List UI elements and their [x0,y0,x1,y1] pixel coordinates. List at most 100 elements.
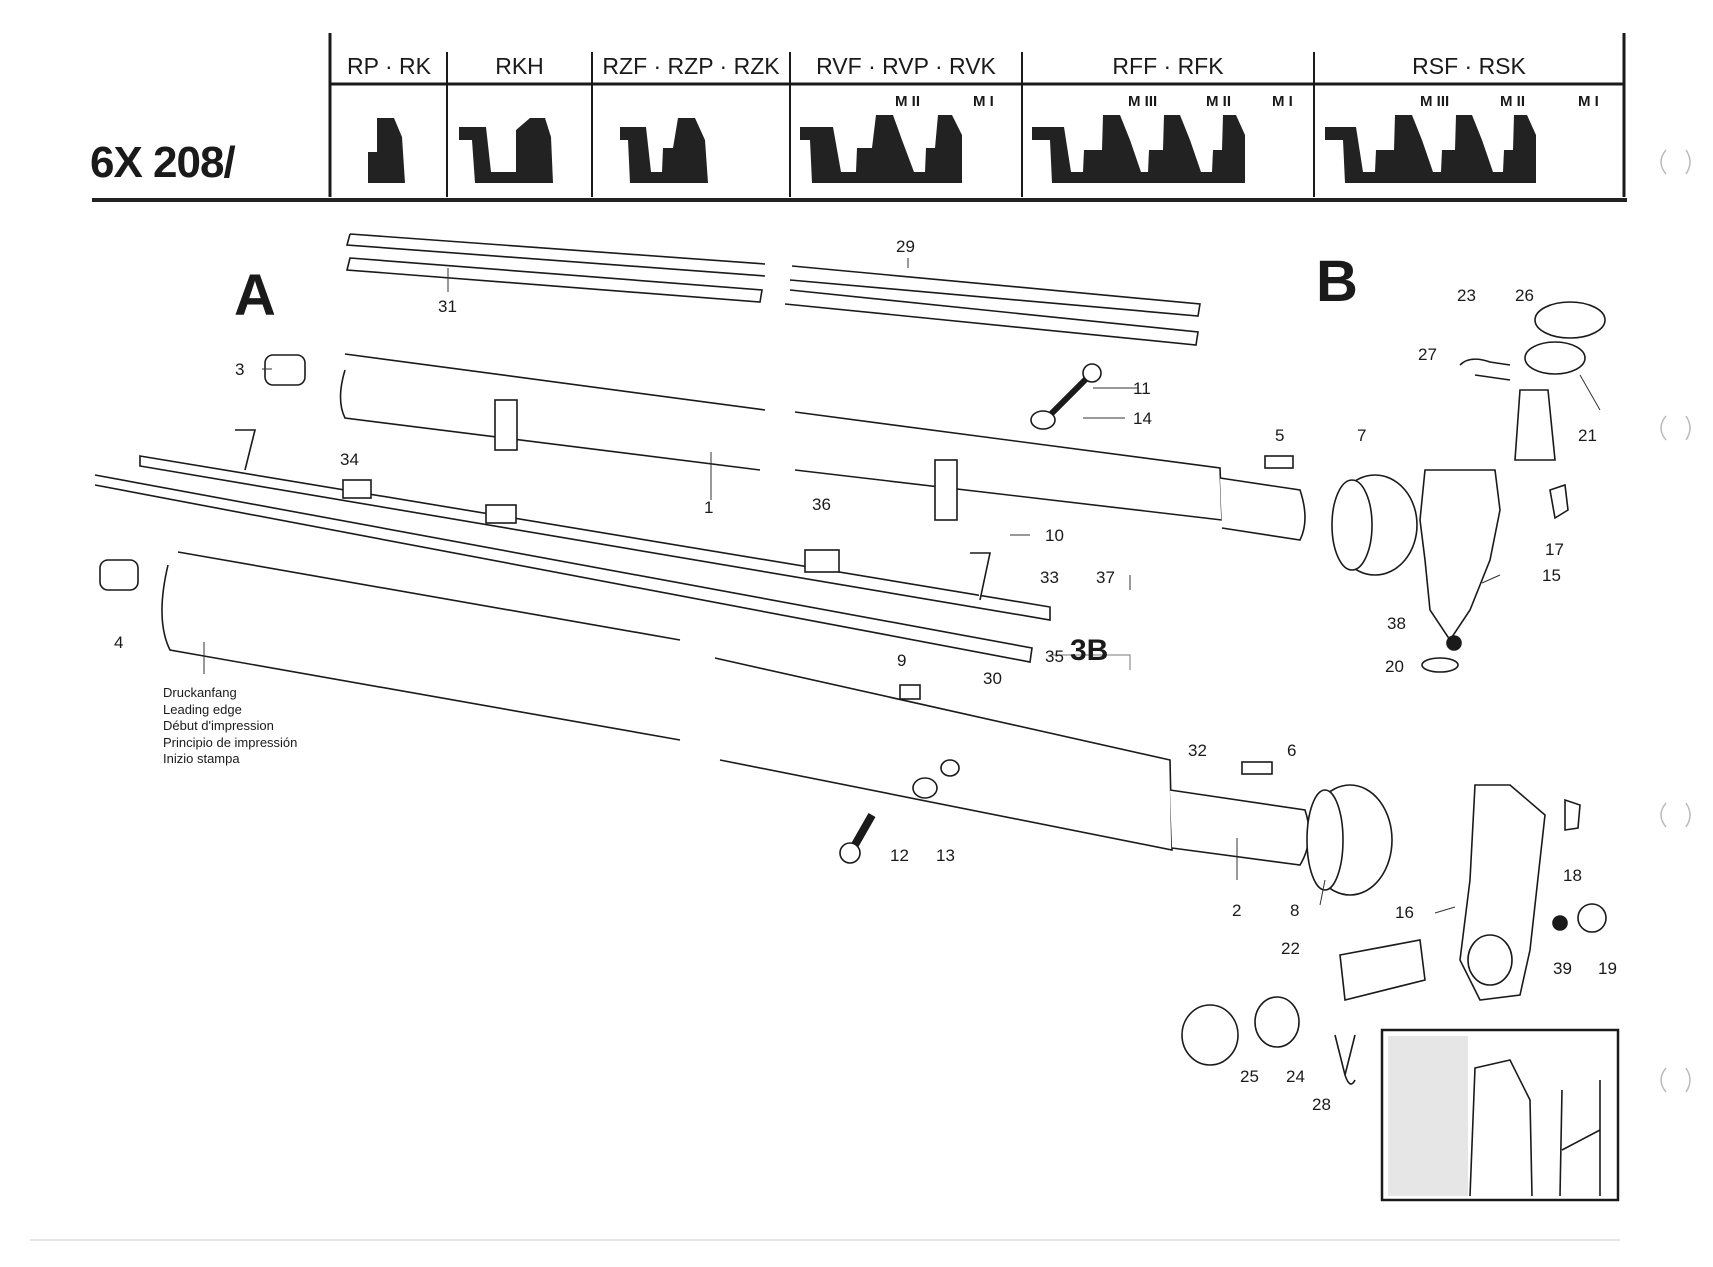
marker-rvf-m2: M II [895,93,920,110]
callout-13: 13 [936,846,955,865]
callout-1: 1 [704,498,714,517]
key-6 [1241,761,1273,775]
group-label-rkh: RKH [495,53,544,79]
callout-29: 29 [896,237,915,256]
marker-rff-m1: M I [1272,93,1293,110]
callout-33: 33 [1040,568,1059,587]
callout-4: 4 [114,633,124,652]
clip-36 [804,549,840,573]
callout-28: 28 [1312,1095,1331,1114]
marker-rff-m2: M II [1206,93,1231,110]
group-label-rsf: RSF · RSK [1412,53,1526,79]
plate-17 [1549,483,1569,520]
mount-right [970,552,991,601]
shaft-1-journal [1219,477,1306,541]
callout-19: 19 [1598,959,1617,978]
part-9 [899,684,921,700]
callout-31: 31 [438,297,457,316]
key-5 [1264,455,1294,469]
callout-35: 35 [1045,647,1064,666]
bracket-10 [934,459,958,521]
marker-rff-m3: M III [1128,93,1158,110]
bracket-left [494,399,518,451]
callout-2: 2 [1232,901,1242,920]
binder-holes [1660,149,1691,1093]
shaft-1-right [794,411,1223,521]
group-label-rvf: RVF · RVP · RVK [816,53,996,79]
mount-left [235,429,257,471]
section-b-label: B [1316,249,1358,314]
group-label-rff: RFF · RFK [1112,53,1224,79]
profile-rp-rk [368,118,405,183]
worm-22 [1339,939,1426,1001]
profile-rkh [459,118,553,183]
callout-27: 27 [1418,345,1437,364]
part-3-plug [264,354,306,386]
callout-24: 24 [1286,1067,1305,1086]
callout-5: 5 [1275,426,1285,445]
callout-7: 7 [1357,426,1367,445]
callout-12: 12 [890,846,909,865]
cylinder-2-left [161,551,681,741]
callout-18: 18 [1563,866,1582,885]
section-3b-label: 3B [1070,634,1109,667]
callout-36: 36 [812,495,831,514]
callout-10: 10 [1045,526,1064,545]
profile-rsf [1325,115,1536,183]
rail-29-strip [784,289,1199,346]
callout-22: 22 [1281,939,1300,958]
profile-rff [1032,115,1245,183]
callout-11: 11 [1133,379,1151,398]
callout-20: 20 [1385,657,1404,676]
callout-32: 32 [1188,741,1207,760]
leading-edge-note: Druckanfang Leading edge Début d'impress… [163,685,297,768]
ring-26 [1534,301,1606,339]
callout-17: 17 [1545,540,1564,559]
ring-20 [1421,657,1459,673]
section-a-label: A [234,263,276,328]
callout-16: 16 [1395,903,1414,922]
ring-23 [1524,341,1586,375]
title-rule [92,198,1627,202]
callout-30: 30 [983,669,1002,688]
callout-37: 37 [1096,568,1115,587]
model-number-title: 6X 208/ [90,138,236,187]
cap-13 [940,759,960,777]
parts-linework [94,233,1607,1085]
profile-shapes [368,115,1536,183]
note-en: Leading edge [163,701,242,717]
callout-39: 39 [1553,959,1572,978]
worm-21 [1514,389,1556,461]
callout-9: 9 [897,651,907,670]
callout-23: 23 [1457,286,1476,305]
clip-a [342,479,372,499]
ball-39 [1552,915,1568,931]
callout-25: 25 [1240,1067,1259,1086]
callout-21: 21 [1578,426,1597,445]
ring-24 [1254,996,1300,1048]
clip-28 [1334,1034,1356,1085]
ring-25 [1181,1004,1239,1066]
marker-rsf-m1: M I [1578,93,1599,110]
callout-38: 38 [1387,614,1406,633]
note-it: Inizio stampa [163,751,240,766]
callout-3: 3 [235,360,245,379]
marker-rsf-m2: M II [1500,93,1525,110]
rail-31-left [345,233,766,277]
group-label-rp-rk: RP · RK [347,53,431,79]
cap-19 [1577,903,1607,933]
callout-6: 6 [1287,741,1297,760]
note-de: Druckanfang [163,685,237,700]
clip-27 [1459,358,1511,381]
shaft-1-left [339,353,766,471]
ball-38 [1446,635,1462,651]
cylinder-2-right [714,657,1173,851]
callout-8: 8 [1290,901,1300,920]
profile-rzf [620,118,708,183]
marker-rvf-m1: M I [973,93,994,110]
callout-34: 34 [340,450,359,469]
callout-15: 15 [1542,566,1561,585]
bolt-11-head [1082,363,1102,383]
bolt-11 [1042,372,1093,423]
